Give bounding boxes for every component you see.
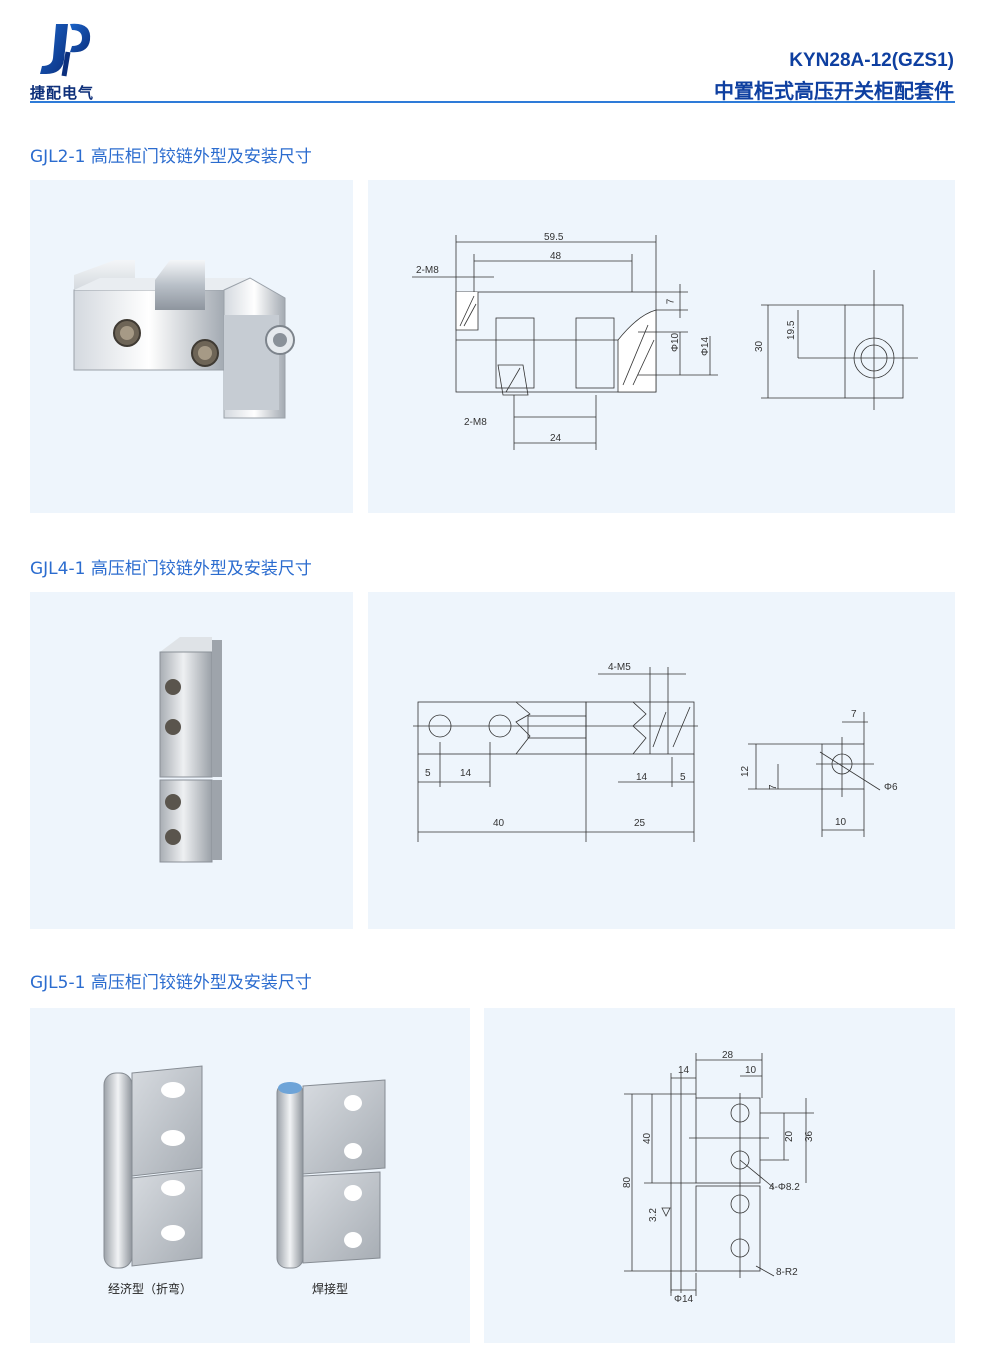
dim-label: Φ14 (700, 336, 711, 356)
dim-label: 30 (754, 340, 765, 352)
drawing-panel-gjl5-1: 14 28 10 40 20 36 80 4-Φ8.2 3.2 8-R2 Φ14 (484, 1008, 955, 1343)
dim-label: 14 (636, 772, 648, 783)
header-divider (30, 101, 955, 103)
caption-economy: 经济型（折弯） (108, 1282, 193, 1296)
dim-label: 24 (550, 433, 562, 444)
dim-label: 7 (851, 709, 857, 720)
dim-label: 3.2 (648, 1208, 659, 1222)
photo-panel-gjl5-1: 经济型（折弯） 焊接型 (30, 1008, 470, 1343)
dim-label: Φ14 (674, 1294, 694, 1305)
jp-logo-icon (40, 23, 91, 77)
brand-name: 捷配电气 (30, 85, 95, 102)
dimension-drawing-gjl2-1 (412, 235, 918, 450)
section-title-gjl5-1: GJL5-1 高压柜门铰链外型及安装尺寸 (30, 973, 312, 993)
brand-logo (34, 20, 96, 83)
dim-label: 2-M8 (416, 265, 439, 276)
dim-label: 4-M5 (608, 662, 631, 673)
dim-label: 80 (622, 1176, 633, 1188)
dim-label: 48 (550, 251, 562, 262)
dim-label: 8-R2 (776, 1267, 798, 1278)
dim-label: 10 (835, 817, 847, 828)
dim-label: 36 (804, 1130, 815, 1142)
dim-label: Φ10 (670, 332, 681, 352)
dim-label: 20 (784, 1130, 795, 1142)
dim-label: 59.5 (544, 232, 564, 243)
dim-label: 10 (745, 1065, 757, 1076)
hinge-photo-gjl2-1 (73, 260, 295, 419)
photo-panel-gjl2-1 (30, 180, 353, 513)
dimension-drawing-gjl4-1 (413, 667, 881, 842)
product-title: 中置柜式高压开关柜配套件 (714, 81, 954, 103)
dim-label: 12 (740, 765, 751, 777)
dim-label: 14 (678, 1065, 690, 1076)
dim-label: Φ6 (884, 782, 898, 793)
dim-label: 19.5 (786, 320, 797, 340)
dim-label: 7 (768, 784, 779, 790)
dim-label: 28 (722, 1050, 734, 1061)
drawing-panel-gjl2-1: 59.5 48 2-M8 7 Φ10 Φ14 2-M8 24 30 19.5 (368, 180, 955, 513)
section-title-gjl4-1: GJL4-1 高压柜门铰链外型及安装尺寸 (30, 559, 312, 579)
dim-label: 7 (665, 298, 677, 305)
caption-welded: 焊接型 (312, 1282, 349, 1296)
dim-label: 4-Φ8.2 (769, 1182, 800, 1193)
drawing-panel-gjl4-1: 4-M5 5 14 14 5 40 25 7 12 7 Φ6 10 (368, 592, 955, 929)
dim-label: 14 (460, 768, 472, 779)
dim-label: 5 (680, 772, 686, 783)
dim-label: 40 (493, 818, 505, 829)
dim-label: 2-M8 (464, 417, 487, 428)
dim-label: 25 (634, 818, 646, 829)
photo-panel-gjl4-1 (30, 592, 353, 929)
dimension-drawing-gjl5-1 (624, 1053, 814, 1296)
hinge-photo-gjl4-1 (159, 637, 222, 863)
dim-label: 5 (425, 768, 431, 779)
model-title: KYN28A-12(GZS1) (789, 50, 954, 71)
hinge-photo-gjl5-1 (103, 1065, 386, 1269)
dim-label: 40 (642, 1132, 653, 1144)
section-title-gjl2-1: GJL2-1 高压柜门铰链外型及安装尺寸 (30, 147, 312, 167)
